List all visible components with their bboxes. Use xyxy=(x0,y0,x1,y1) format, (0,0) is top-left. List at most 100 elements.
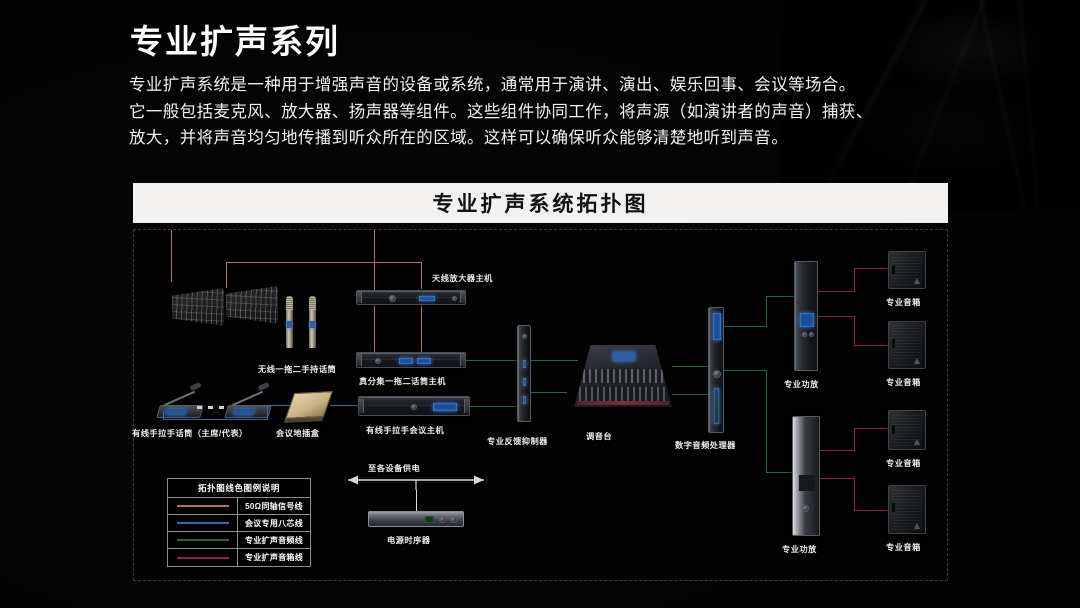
speaker-logo xyxy=(914,278,920,284)
conference-desk-mic-2 xyxy=(224,381,272,418)
legend-label-conference: 会议专用八芯线 xyxy=(244,518,304,528)
power-feed-label: 至各设备供电 xyxy=(368,464,421,473)
power-sequencer-label: 电源时序器 xyxy=(387,536,431,545)
amp-top-knob-2 xyxy=(809,332,814,337)
coax-wire-left-vertical xyxy=(171,230,172,274)
speaker-2-label: 专业音箱 xyxy=(886,378,921,387)
intro-paragraph: 专业扩声系统是一种用于增强声音的设备或系统，通常用于演讲、演出、娱乐回事、会议等… xyxy=(129,72,959,152)
antenna-amp-knob xyxy=(389,295,396,302)
mic-bus-wire-bottom xyxy=(163,419,267,420)
speaker-logo xyxy=(914,523,920,529)
audio-wire-suppressor-to-mixer xyxy=(531,360,578,361)
antenna-unit-1 xyxy=(172,288,224,326)
console-display xyxy=(613,352,635,361)
conference-floor-box xyxy=(285,391,333,419)
mic-gooseneck xyxy=(164,390,196,406)
legend-line-speaker xyxy=(176,556,229,559)
speaker-port xyxy=(892,338,895,348)
intro-line-3: 放大，并将声音均匀地传播到听众所在的区域。这样可以确保听众能够清楚地听到声音。 xyxy=(129,129,789,148)
intro-line-1: 专业扩声系统是一种用于增强声音的设备或系统，通常用于演讲、演出、娱乐回事、会议等… xyxy=(129,76,856,94)
antenna-unit-2 xyxy=(226,286,278,324)
handheld-mic-1 xyxy=(286,296,293,348)
console-accent-strip xyxy=(577,401,669,405)
legend-swatch-audio xyxy=(168,532,238,548)
diagram-banner-title: 专业扩声系统拓扑图 xyxy=(432,193,649,216)
coax-wire-antenna2-drop xyxy=(226,262,227,288)
legend-row-audio: 专业扩声音频线 xyxy=(168,532,310,549)
speaker-3-label: 专业音箱 xyxy=(886,459,921,468)
mixer-label: 调音台 xyxy=(586,432,613,441)
mic-touch-pad xyxy=(233,409,255,415)
dsp-meter xyxy=(714,388,719,424)
amplifier-bottom-device xyxy=(792,416,820,536)
diversity-host-display-2 xyxy=(417,358,431,364)
diversity-host-knob xyxy=(375,358,381,364)
legend-row-speaker: 专业扩声音箱线 xyxy=(168,549,310,566)
conf-host-knob xyxy=(411,404,417,410)
coax-wire-amp-to-host-a xyxy=(374,305,375,353)
diagram-banner: 专业扩声系统拓扑图 xyxy=(133,183,948,223)
sequencer-display xyxy=(425,516,434,523)
audio-wire-host-to-suppressor xyxy=(466,360,517,361)
speaker-wire-bottom-riser1 xyxy=(854,428,855,451)
audio-wire-dsp-out-bottom xyxy=(724,370,766,371)
suppressor-led-1 xyxy=(523,360,526,368)
handheld-mic-label: 无线一拖二手持话筒 xyxy=(258,365,337,374)
speaker-grille xyxy=(892,489,922,530)
legend-swatch-coax xyxy=(168,498,238,514)
mic-touch-pad xyxy=(165,409,187,415)
mic-bus-wire-left xyxy=(163,412,164,420)
handheld-mic-2 xyxy=(309,296,316,348)
legend-swatch-conference xyxy=(168,515,238,531)
floorbox-wire-right xyxy=(330,405,358,406)
legend-label-audio: 专业扩声音频线 xyxy=(244,535,304,545)
legend-header: 拓扑图线色图例说明 xyxy=(168,479,310,498)
speaker-logo xyxy=(914,358,920,364)
power-feed-arrows-icon xyxy=(348,475,484,490)
speaker-port xyxy=(892,502,895,512)
speaker-wire-top-riser1 xyxy=(854,268,855,292)
mixing-console-device xyxy=(574,345,672,407)
speaker-wire-bottom-b1 xyxy=(820,478,854,479)
wired-conference-mic-label: 有线手拉手话筒（主席/代表） xyxy=(132,429,248,438)
audio-wire-dsp-riser-bottom xyxy=(766,370,767,472)
dsp-device xyxy=(708,307,724,433)
rack-ear-right xyxy=(460,354,465,366)
mic-gooseneck xyxy=(232,390,264,406)
legend-line-audio xyxy=(176,539,229,541)
audio-wire-mixer-to-dsp xyxy=(672,366,712,367)
diversity-host-label: 真分集一拖二话筒主机 xyxy=(359,377,446,386)
legend-label-speaker: 专业扩声音箱线 xyxy=(244,553,304,562)
rack-ear-left xyxy=(359,398,364,414)
suppressor-led-2 xyxy=(523,378,526,386)
coax-wire-amp-to-host-b xyxy=(421,305,422,353)
amp-top-knob-1 xyxy=(802,332,807,337)
dsp-display xyxy=(713,313,721,340)
mic-capsule xyxy=(189,381,202,392)
amp-bottom-display xyxy=(799,475,815,491)
speaker-wire-top-b2 xyxy=(854,345,890,346)
coax-wire-left-drop xyxy=(171,274,172,282)
legend-swatch-speaker xyxy=(168,549,238,566)
suppressor-led-3 xyxy=(523,396,526,404)
antenna-amplifier-device xyxy=(356,290,466,305)
antenna-amp-knob-2 xyxy=(452,296,457,301)
page-title: 专业扩声系列 xyxy=(130,23,340,60)
legend-row-coax: 50Ω同轴信号线 xyxy=(168,498,310,515)
topology-diagram: 无线一拖二手持话筒 天线放大器主机 真分集一拖二话筒主机 xyxy=(132,229,948,581)
coax-wire-amp-in-right xyxy=(421,262,422,289)
speaker-wire-bottom-riser2 xyxy=(854,478,855,510)
speaker-1-label: 专业音箱 xyxy=(886,298,921,307)
rack-ear-left xyxy=(357,292,362,303)
rack-ear-left xyxy=(357,354,362,366)
feedback-suppressor-device xyxy=(517,325,531,422)
speaker-unit-4 xyxy=(888,485,926,534)
speaker-port xyxy=(892,424,895,434)
conf-host-display xyxy=(433,403,457,411)
coax-wire-top-run xyxy=(226,262,421,263)
speaker-unit-1 xyxy=(888,251,926,289)
audio-wire-confhost-to-suppressor xyxy=(470,406,517,407)
mic-chain-dots xyxy=(197,406,225,409)
console-fader-bank-1 xyxy=(583,369,663,383)
